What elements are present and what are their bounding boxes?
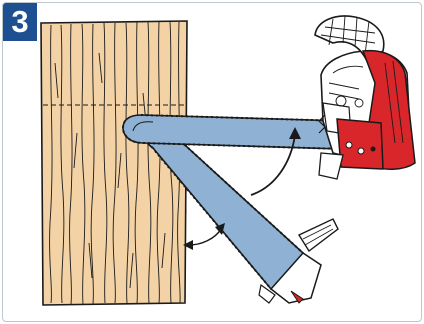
instruction-panel: 3: [2, 2, 422, 322]
chainsaw-body-icon: [314, 15, 416, 180]
guide-bar-upper-icon: [122, 114, 346, 150]
step-number-badge: 3: [3, 3, 37, 41]
angle-arrow-icon: [183, 223, 225, 250]
log-icon: [40, 20, 188, 306]
rotation-arrow-icon: [250, 127, 301, 196]
chainsaw-lower-head-icon: [258, 218, 339, 304]
chainsaw-illustration: [40, 15, 416, 306]
